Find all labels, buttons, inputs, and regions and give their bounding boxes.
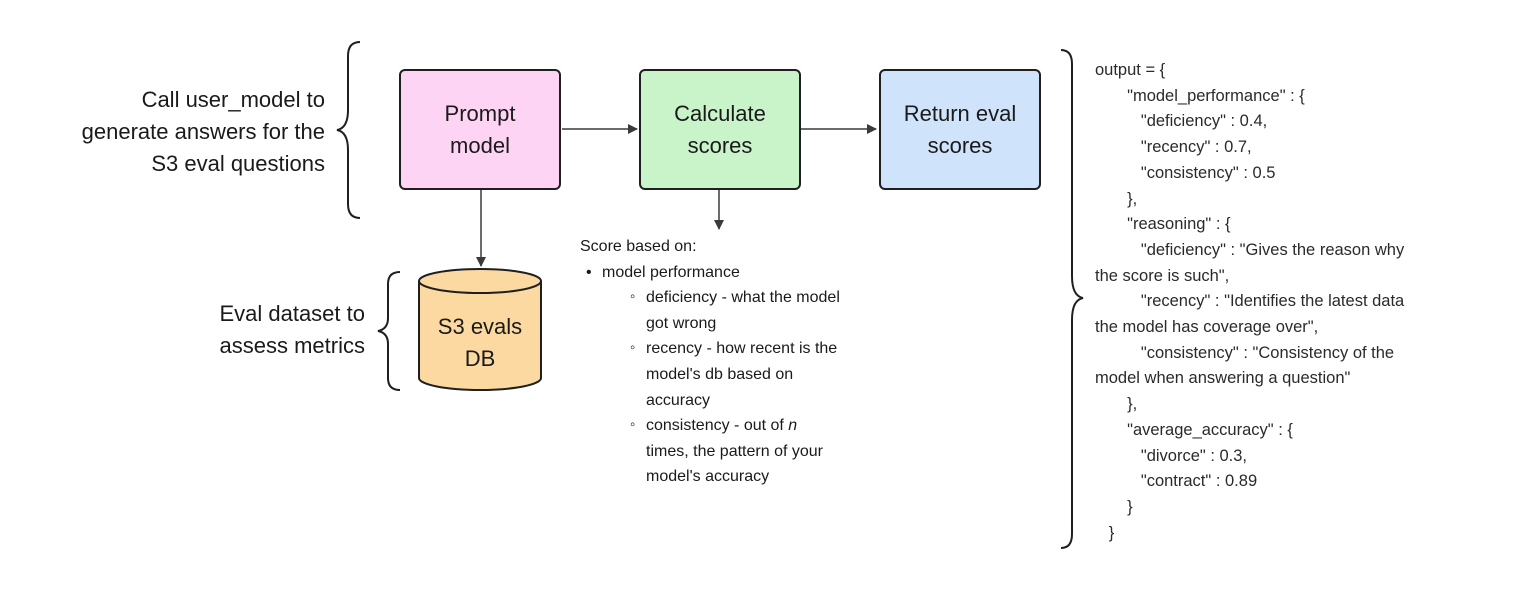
score-note-recency: recency - how recent is the model's db b… <box>602 335 880 413</box>
calculate-scores-box: Calculate scores <box>639 69 801 190</box>
code-line: "deficiency" : 0.4, <box>1095 112 1268 131</box>
code-line: "consistency" : 0.5 <box>1095 163 1276 182</box>
code-line: "reasoning" : { <box>1095 215 1231 234</box>
db-label: S3 evals DB <box>437 314 523 371</box>
code-line: model when answering a question" <box>1095 369 1351 388</box>
code-line: "consistency" : "Consistency of the <box>1095 343 1395 362</box>
return-eval-scores-box: Return eval scores <box>879 69 1041 190</box>
code-line: }, <box>1095 189 1138 208</box>
code-line: }, <box>1095 395 1138 414</box>
code-line: "contract" : 0.89 <box>1095 472 1258 491</box>
code-line: "recency" : 0.7, <box>1095 138 1252 157</box>
code-line: } <box>1095 523 1115 542</box>
score-note-consistency: consistency - out of n times, the patter… <box>602 412 880 490</box>
brace-output <box>1060 49 1084 549</box>
label-eval-dataset: Eval dataset to assess metrics <box>219 301 365 358</box>
return-eval-scores-line-1: Return eval <box>903 100 1017 126</box>
code-line: } <box>1095 497 1133 516</box>
calculate-scores-line-1: Calculate <box>674 100 766 126</box>
return-eval-scores-line-2: scores <box>927 132 993 158</box>
code-line: the model has coverage over", <box>1095 318 1319 337</box>
prompt-model-line-1: Prompt <box>444 100 516 126</box>
score-notes-item: model performance deficiency - what the … <box>580 260 880 490</box>
code-line: "recency" : "Identifies the latest data <box>1095 292 1405 311</box>
label-call-model: Call user_model to generate answers for … <box>81 87 325 176</box>
score-notes: Score based on: model performance defici… <box>580 234 880 490</box>
code-line: "model_performance" : { <box>1095 86 1305 105</box>
score-notes-title: Score based on: <box>580 238 697 255</box>
calculate-scores-line-2: scores <box>687 132 753 158</box>
code-line: output = { <box>1095 61 1166 79</box>
code-line: "divorce" : 0.3, <box>1095 446 1248 465</box>
brace-call-model <box>336 41 361 219</box>
code-line: the score is such", <box>1095 266 1230 285</box>
prompt-model-line-2: model <box>450 132 510 158</box>
brace-eval-dataset <box>377 271 401 391</box>
output-code-block: output = { "model_performance" : { "defi… <box>1095 58 1505 546</box>
code-line: "average_accuracy" : { <box>1095 420 1293 439</box>
prompt-model-box: Prompt model <box>399 69 561 190</box>
code-line: "deficiency" : "Gives the reason why <box>1095 240 1405 259</box>
score-note-deficiency: deficiency - what the model got wrong <box>602 284 880 336</box>
db-cylinder <box>418 268 542 391</box>
